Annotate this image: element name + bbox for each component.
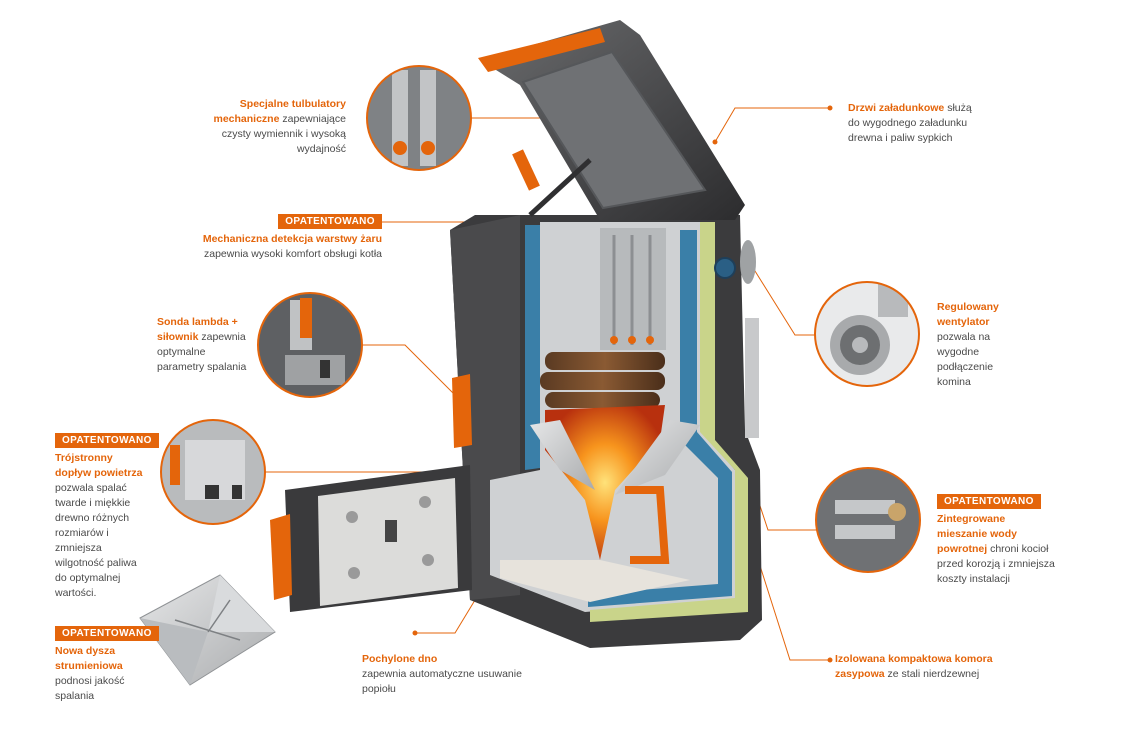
callout-lambda-text: zapewnia optymalne parametry spalania: [157, 331, 247, 373]
callout-chamber-title: Izolowana kompaktowa komora zasypowa: [835, 653, 993, 680]
callout-tubulators: Specjalne tulbulatory mechaniczne zapewn…: [190, 97, 346, 157]
callout-nozzle-title: Nowa dysza strumieniowa: [55, 645, 123, 672]
callout-lambda-title: Sonda lambda + siłownik: [157, 316, 238, 343]
loading-door: [270, 374, 472, 612]
open-lid: [478, 20, 745, 220]
callout-tubulators-title: Specjalne tulbulatory mechaniczne: [213, 98, 346, 125]
callout-mixing-text: chroni kocioł przed korozją i zmniejsza …: [937, 543, 1055, 585]
callout-mixing-title: Zintegrowane mieszanie wody powrotnej: [937, 513, 1017, 555]
callout-door-text: służą do wygodnego załadunku drewna i pa…: [848, 102, 972, 144]
zoom-mixing: [815, 467, 921, 573]
patent-badge: OPATENTOWANO: [278, 214, 382, 229]
callout-tubulators-text: zapewniające czysty wymiennik i wysoką w…: [221, 113, 346, 155]
boiler-body: [450, 215, 762, 648]
callout-nozzle-text: podnosi jakość spalania: [55, 675, 125, 702]
callout-detection-title: Mechaniczna detekcja warstwy żaru: [202, 233, 382, 245]
zoom-lambda: [257, 292, 363, 398]
callout-fan-text: pozwala na wygodne podłączenie komina: [937, 331, 994, 388]
callout-floor-title: Pochylone dno: [362, 653, 438, 665]
callout-lambda: Sonda lambda + siłownik zapewnia optymal…: [157, 315, 249, 375]
zoom-airflow: [160, 419, 266, 525]
callout-floor: Pochylone dno zapewnia automatyczne usuw…: [362, 652, 527, 697]
callout-floor-text: zapewnia automatyczne usuwanie popiołu: [362, 668, 522, 695]
callout-airflow-title: Trójstronny dopływ powietrza: [55, 452, 143, 479]
callout-chamber: Izolowana kompaktowa komora zasypowa ze …: [835, 652, 1025, 682]
callout-chamber-text: ze stali nierdzewnej: [887, 668, 980, 680]
callout-fan: Regulowany wentylator pozwala na wygodne…: [937, 300, 1017, 390]
zoom-tubulators: [366, 65, 472, 171]
patent-badge: OPATENTOWANO: [55, 626, 159, 641]
patent-badge: OPATENTOWANO: [55, 433, 159, 448]
jet-nozzle: [139, 574, 276, 686]
callout-door: Drzwi załadunkowe służą do wygodnego zał…: [848, 101, 976, 146]
callout-mixing: OPATENTOWANO Zintegrowane mieszanie wody…: [937, 494, 1055, 587]
callout-airflow: OPATENTOWANO Trójstronny dopływ powietrz…: [55, 433, 159, 601]
callout-door-title: Drzwi załadunkowe: [848, 102, 945, 114]
callout-detection-text: zapewnia wysoki komfort obsługi kotła: [204, 248, 382, 260]
zoom-fan: [814, 281, 920, 387]
patent-badge: OPATENTOWANO: [937, 494, 1041, 509]
callout-airflow-text: pozwala spalać twarde i miękkie drewno r…: [55, 482, 137, 599]
callout-fan-title: Regulowany wentylator: [937, 301, 999, 328]
callout-nozzle: OPATENTOWANO Nowa dysza strumieniowa pod…: [55, 626, 159, 704]
callout-detection: OPATENTOWANO Mechaniczna detekcja warstw…: [150, 214, 382, 262]
